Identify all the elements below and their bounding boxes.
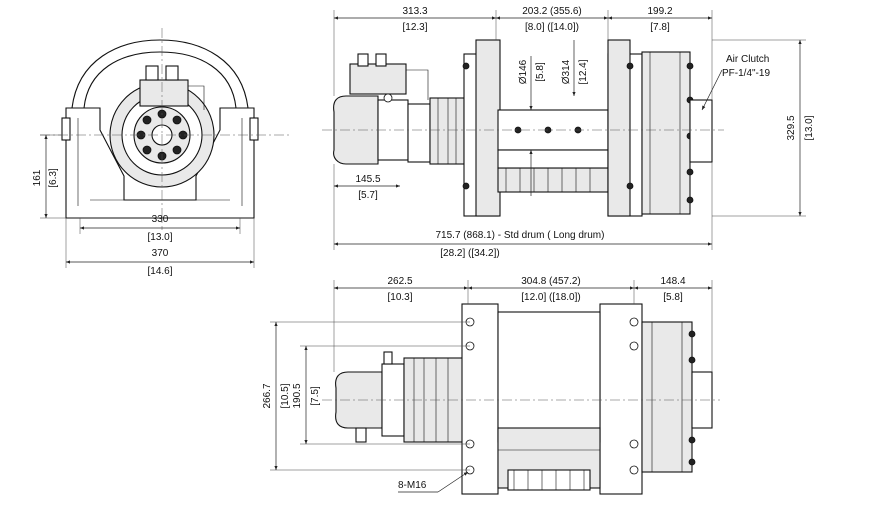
top-outer-width: 266.7 [262, 383, 273, 408]
side-view: 313.3 [12.3] 203.2 (355.6) [8.0] ([14.0]… [322, 6, 815, 259]
top-drum-length: 304.8 (457.2) [521, 276, 581, 287]
front-view: 330 [13.0] 370 [14.6] 161 [6.3] [32, 28, 290, 277]
front-height: 161 [32, 169, 43, 186]
bolt-callout: 8-M16 [398, 480, 427, 491]
side-drum-dia: Ø146 [518, 59, 529, 84]
front-width-outer-in: [14.6] [147, 266, 172, 277]
side-total-length: 715.7 (868.1) - Std drum ( Long drum) [436, 230, 605, 241]
side-drum-length: 203.2 (355.6) [522, 6, 582, 17]
side-flange-dia-in: [12.4] [578, 59, 589, 84]
top-view: 262.5 [10.3] 304.8 (457.2) [12.0] ([18.0… [262, 276, 720, 495]
top-drum-length-in: [12.0] ([18.0]) [521, 292, 580, 303]
side-drum-length-in: [8.0] ([14.0]) [525, 22, 579, 33]
top-clutch-length: 148.4 [660, 276, 685, 287]
side-height: 329.5 [786, 115, 797, 140]
top-inner-width-in: [7.5] [310, 386, 321, 406]
top-motor-length: 262.5 [387, 276, 412, 287]
air-clutch-port: PF-1/4"-19 [722, 68, 770, 79]
side-flange-dia: Ø314 [561, 59, 572, 84]
side-drum-dia-in: [5.8] [535, 62, 546, 82]
side-clutch-length-in: [7.8] [650, 22, 670, 33]
front-width-inner-in: [13.0] [147, 232, 172, 243]
side-motor-length: 313.3 [402, 6, 427, 17]
front-width-outer: 370 [152, 248, 169, 259]
top-clutch-length-in: [5.8] [663, 292, 683, 303]
side-total-length-in: [28.2] ([34.2]) [440, 248, 499, 259]
front-height-in: [6.3] [48, 168, 59, 188]
side-height-in: [13.0] [804, 115, 815, 140]
top-outer-width-in: [10.5] [280, 383, 291, 408]
top-motor-length-in: [10.3] [387, 292, 412, 303]
air-clutch-label: Air Clutch [726, 54, 769, 65]
side-motor-length-in: [12.3] [402, 22, 427, 33]
side-clutch-length: 199.2 [647, 6, 672, 17]
side-center-offset: 145.5 [355, 174, 380, 185]
side-center-offset-in: [5.7] [358, 190, 378, 201]
top-inner-width: 190.5 [292, 383, 303, 408]
front-width-inner: 330 [152, 214, 169, 225]
